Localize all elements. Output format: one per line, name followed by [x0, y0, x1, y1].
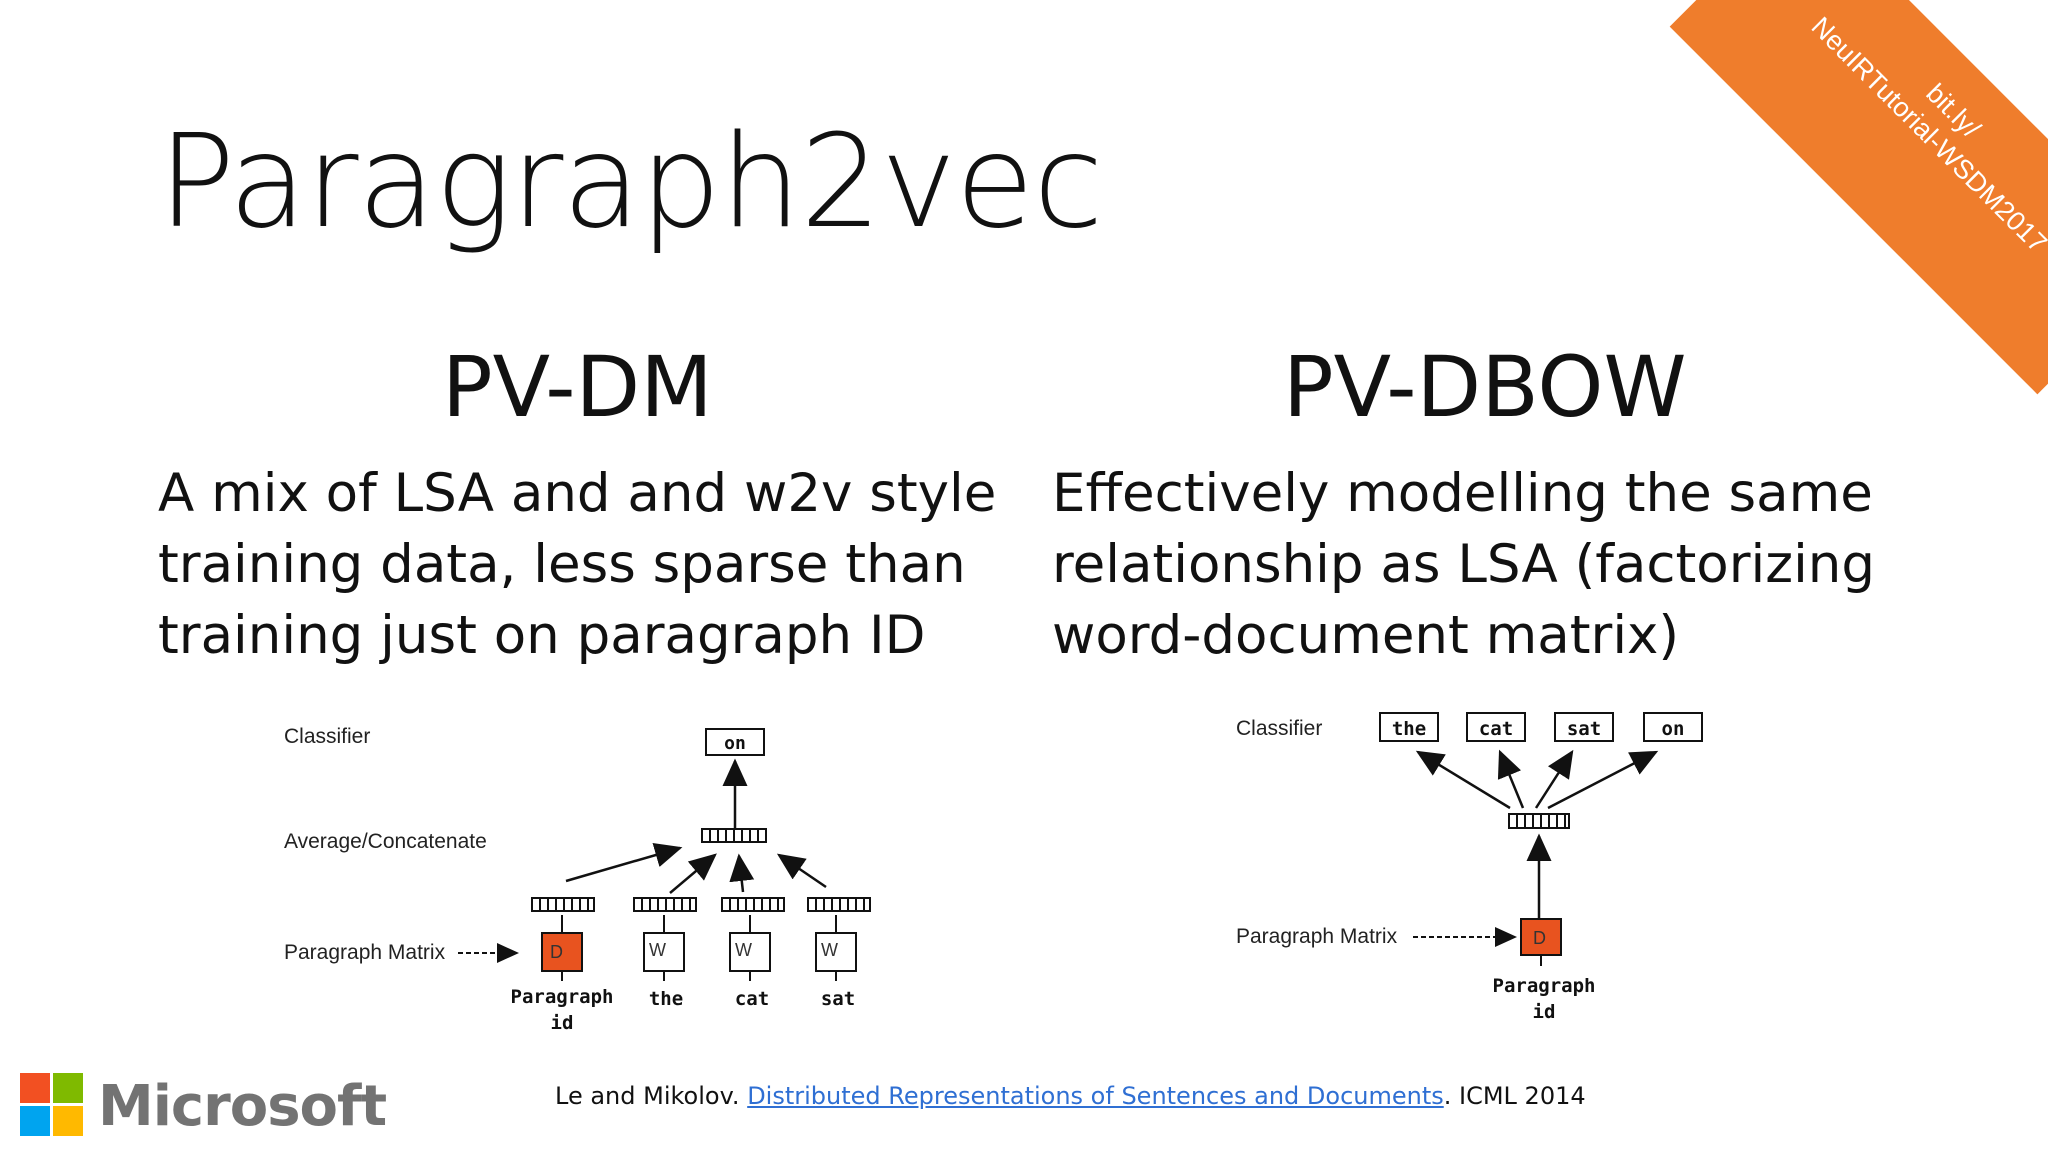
- averaged-vector: [701, 828, 767, 843]
- input-id: id: [551, 1012, 574, 1034]
- dbow-d-label: D: [1533, 928, 1546, 948]
- pv-dbow-heading: PV-DBOW: [1283, 338, 1687, 436]
- pv-dm-description: A mix of LSA and and w2v style training …: [158, 463, 997, 666]
- paragraph-vector: [531, 897, 595, 912]
- dbow-output-box-the: [1379, 712, 1439, 742]
- word-vector-cat: [721, 897, 785, 912]
- ribbon-line-1: bit.ly/: [1920, 77, 1987, 144]
- d-label: D: [550, 942, 563, 962]
- w-label-sat: W: [821, 940, 838, 960]
- dbow-output-sat: sat: [1567, 718, 1601, 740]
- input-sat: sat: [821, 988, 855, 1010]
- pv-dbow-diagram: Classifier Paragraph Matrix the cat sat …: [1236, 712, 1703, 1023]
- citation: Le and Mikolov. Distributed Representati…: [555, 1082, 1586, 1110]
- dbow-input-id: id: [1533, 1001, 1556, 1023]
- input-paragraph: Paragraph: [511, 986, 614, 1008]
- citation-prefix: Le and Mikolov.: [555, 1082, 748, 1110]
- output-word: on: [724, 733, 746, 754]
- microsoft-wordmark: Microsoft: [98, 1074, 387, 1139]
- dbow-paragraph-matrix-label: Paragraph Matrix: [1236, 925, 1398, 948]
- input-the: the: [649, 988, 683, 1010]
- classifier-label: Classifier: [284, 725, 370, 748]
- dbow-classifier-label: Classifier: [1236, 717, 1322, 740]
- slide-title: Paragraph2vec: [158, 108, 1103, 257]
- dbow-output-on: on: [1662, 718, 1685, 740]
- url-ribbon: bit.ly/ NeuIRTutorial-WSDM2017: [1669, 0, 2048, 395]
- dbow-input-paragraph: Paragraph: [1493, 975, 1596, 997]
- dbow-output-box-sat: [1554, 712, 1614, 742]
- dbow-output-the: the: [1392, 718, 1426, 740]
- output-word-box: [705, 728, 765, 756]
- dbow-output-box-on: [1643, 712, 1703, 742]
- dbow-output-box-cat: [1466, 712, 1526, 742]
- pv-dm-heading: PV-DM: [442, 338, 713, 436]
- word-matrix-box-cat: [729, 932, 771, 972]
- average-concatenate-label: Average/Concatenate: [284, 830, 487, 853]
- dbow-output-cat: cat: [1479, 718, 1513, 740]
- word-vector-sat: [807, 897, 871, 912]
- citation-suffix: . ICML 2014: [1443, 1082, 1586, 1110]
- w-label-the: W: [649, 940, 666, 960]
- dbow-paragraph-vector: [1508, 813, 1570, 829]
- citation-link[interactable]: Distributed Representations of Sentences…: [747, 1082, 1444, 1110]
- pv-dbow-description: Effectively modelling the same relations…: [1052, 463, 1876, 666]
- pv-dm-diagram: Classifier Average/Concatenate Paragraph…: [284, 725, 871, 1034]
- microsoft-logo-icon: [20, 1073, 83, 1136]
- word-vector-the: [633, 897, 697, 912]
- w-label-cat: W: [735, 940, 752, 960]
- paragraph-matrix-label: Paragraph Matrix: [284, 941, 446, 964]
- input-cat: cat: [735, 988, 769, 1010]
- dbow-paragraph-matrix-box: [1520, 918, 1562, 956]
